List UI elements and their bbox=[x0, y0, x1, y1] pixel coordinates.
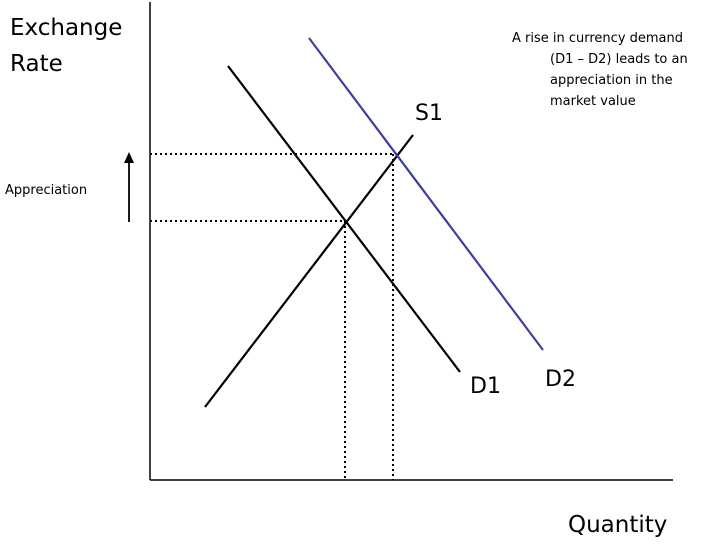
y-axis-label-line1: Exchange bbox=[10, 15, 122, 41]
x-axis-label: Quantity bbox=[568, 512, 667, 538]
demand-curve-d1 bbox=[227, 65, 461, 373]
demand-initial-label: D1 bbox=[470, 374, 501, 399]
y-axis-label-line2: Rate bbox=[10, 51, 63, 77]
annotation-line-4: market value bbox=[550, 94, 636, 109]
annotation-line-3: appreciation in the bbox=[550, 73, 673, 88]
supply-label: S1 bbox=[415, 101, 443, 126]
up-arrow-icon bbox=[124, 152, 134, 222]
annotation-line-2: (D1 – D2) leads to an bbox=[550, 52, 688, 67]
demand-new-label: D2 bbox=[545, 367, 576, 392]
demand-curve-d2 bbox=[308, 37, 544, 351]
annotation-line-1: A rise in currency demand bbox=[512, 31, 683, 46]
appreciation-label: Appreciation bbox=[5, 183, 87, 198]
supply-curve-s1 bbox=[204, 134, 414, 408]
